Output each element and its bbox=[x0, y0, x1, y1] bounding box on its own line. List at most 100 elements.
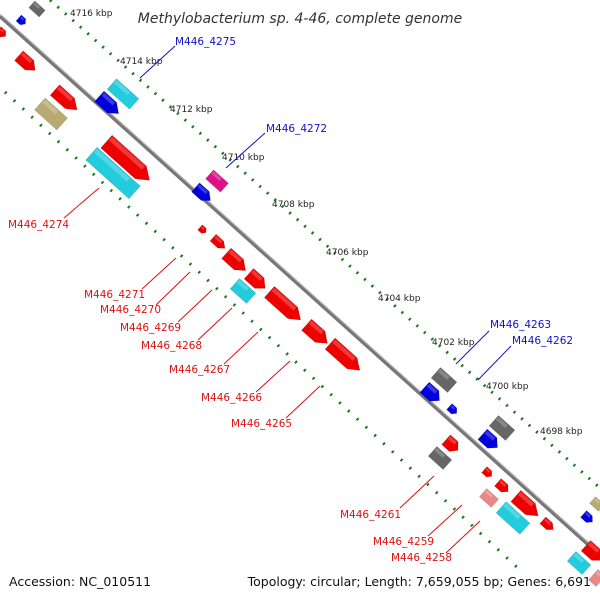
scale-label: 4708 kbp bbox=[272, 200, 315, 210]
label-leader bbox=[445, 520, 481, 554]
gene-feature[interactable] bbox=[427, 446, 453, 470]
gene-label-reverse[interactable]: M446_4270 bbox=[100, 304, 161, 316]
label-leader bbox=[225, 132, 266, 169]
label-leader bbox=[455, 330, 490, 365]
gene-feature[interactable] bbox=[85, 146, 141, 200]
gene-feature[interactable] bbox=[588, 569, 600, 587]
gene-feature-highlight bbox=[503, 503, 521, 520]
gene-feature-highlight bbox=[426, 383, 438, 394]
gene-label-reverse[interactable]: M446_4258 bbox=[391, 552, 452, 564]
gene-label-reverse[interactable]: M446_4266 bbox=[201, 392, 262, 404]
gene-features bbox=[0, 0, 600, 587]
gene-feature[interactable] bbox=[477, 428, 502, 453]
gene-feature-highlight bbox=[211, 171, 222, 182]
gene-label-reverse[interactable]: M446_4268 bbox=[141, 340, 202, 352]
gene-feature-highlight bbox=[197, 184, 208, 195]
gene-feature-highlight bbox=[485, 468, 491, 473]
label-leader bbox=[285, 385, 321, 419]
gene-feature-highlight bbox=[19, 16, 25, 21]
gene-feature[interactable] bbox=[481, 466, 495, 480]
gene-label-reverse[interactable]: M446_4274 bbox=[8, 219, 69, 231]
gene-label-reverse[interactable]: M446_4265 bbox=[231, 418, 292, 430]
gene-feature[interactable] bbox=[580, 510, 596, 526]
scale-track-outer bbox=[49, 0, 600, 490]
gene-feature-highlight bbox=[332, 339, 356, 361]
gene-label-forward[interactable]: M446_4262 bbox=[512, 335, 573, 347]
gene-feature-highlight bbox=[33, 2, 41, 10]
gene-feature[interactable] bbox=[243, 268, 270, 293]
gene-label-forward[interactable]: M446_4272 bbox=[266, 123, 327, 135]
gene-feature[interactable] bbox=[14, 50, 39, 75]
gene-feature-highlight bbox=[484, 430, 496, 441]
gene-feature[interactable] bbox=[324, 337, 365, 376]
gene-feature[interactable] bbox=[478, 488, 500, 508]
label-leader bbox=[155, 271, 191, 306]
gene-feature[interactable] bbox=[580, 540, 600, 565]
gene-feature[interactable] bbox=[28, 0, 46, 18]
scale-track-inner bbox=[3, 90, 522, 572]
gene-label-reverse[interactable]: M446_4261 bbox=[340, 509, 401, 521]
gene-feature[interactable] bbox=[229, 278, 257, 304]
gene-feature[interactable] bbox=[15, 14, 28, 27]
gene-feature[interactable] bbox=[106, 78, 140, 110]
gene-feature[interactable] bbox=[205, 169, 229, 193]
genome-backbone bbox=[0, 14, 600, 557]
gene-feature-highlight bbox=[228, 249, 243, 263]
gene-feature-highlight bbox=[518, 491, 534, 507]
gene-feature[interactable] bbox=[446, 403, 460, 417]
gene-feature[interactable] bbox=[495, 501, 531, 535]
gene-feature-highlight bbox=[450, 405, 456, 410]
gene-feature-highlight bbox=[214, 235, 223, 244]
gene-feature-highlight bbox=[573, 552, 585, 563]
gene-feature[interactable] bbox=[301, 318, 333, 349]
gene-feature[interactable] bbox=[494, 478, 511, 496]
label-leader bbox=[63, 187, 100, 219]
gene-feature-highlight bbox=[93, 148, 130, 182]
scale-label: 4710 kbp bbox=[222, 153, 265, 163]
genome-summary-text: Topology: circular; Length: 7,659,055 bp… bbox=[247, 574, 591, 589]
gene-feature[interactable] bbox=[100, 134, 156, 186]
gene-label-forward[interactable]: M446_4263 bbox=[490, 319, 551, 331]
label-leader bbox=[141, 257, 177, 290]
gene-label-reverse[interactable]: M446_4259 bbox=[373, 536, 434, 548]
label-leader bbox=[139, 45, 176, 79]
gene-label-forward[interactable]: M446_4275 bbox=[175, 36, 236, 48]
gene-feature-highlight bbox=[499, 480, 507, 487]
gene-feature-highlight bbox=[250, 269, 263, 281]
gene-feature[interactable] bbox=[441, 434, 463, 455]
gene-label-reverse[interactable]: M446_4269 bbox=[120, 322, 181, 334]
scale-label: 4706 kbp bbox=[326, 248, 369, 258]
gene-feature[interactable] bbox=[94, 90, 124, 119]
gene-feature-highlight bbox=[544, 518, 552, 526]
scale-label: 4702 kbp bbox=[432, 338, 475, 348]
gene-feature[interactable] bbox=[539, 516, 556, 533]
genome-backbone-highlight bbox=[0, 13, 600, 554]
gene-feature[interactable] bbox=[191, 182, 215, 205]
gene-feature-highlight bbox=[56, 86, 74, 102]
gene-feature-highlight bbox=[434, 447, 446, 458]
gene-feature-highlight bbox=[448, 436, 457, 445]
scale-label: 4712 kbp bbox=[170, 105, 213, 115]
gene-feature-highlight bbox=[20, 52, 33, 64]
gene-feature[interactable] bbox=[566, 551, 592, 575]
gene-feature[interactable] bbox=[197, 224, 209, 236]
gene-feature[interactable] bbox=[430, 367, 458, 393]
scale-label: 4714 kbp bbox=[120, 57, 163, 67]
label-leader bbox=[477, 345, 512, 381]
scale-label: 4698 kbp bbox=[540, 427, 583, 437]
gene-feature[interactable] bbox=[34, 97, 68, 131]
gene-feature[interactable] bbox=[589, 496, 600, 512]
gene-feature[interactable] bbox=[488, 415, 516, 441]
gene-feature-highlight bbox=[308, 320, 324, 335]
gene-feature[interactable] bbox=[419, 381, 444, 406]
label-leader bbox=[177, 289, 213, 323]
gene-feature[interactable] bbox=[49, 84, 82, 115]
gene-feature[interactable] bbox=[0, 26, 8, 40]
gene-feature[interactable] bbox=[510, 489, 543, 521]
gene-feature[interactable] bbox=[209, 233, 228, 251]
gene-feature[interactable] bbox=[263, 285, 305, 325]
gene-label-reverse[interactable]: M446_4271 bbox=[84, 289, 145, 301]
gene-label-reverse[interactable]: M446_4267 bbox=[169, 364, 230, 376]
gene-feature[interactable] bbox=[221, 247, 251, 276]
